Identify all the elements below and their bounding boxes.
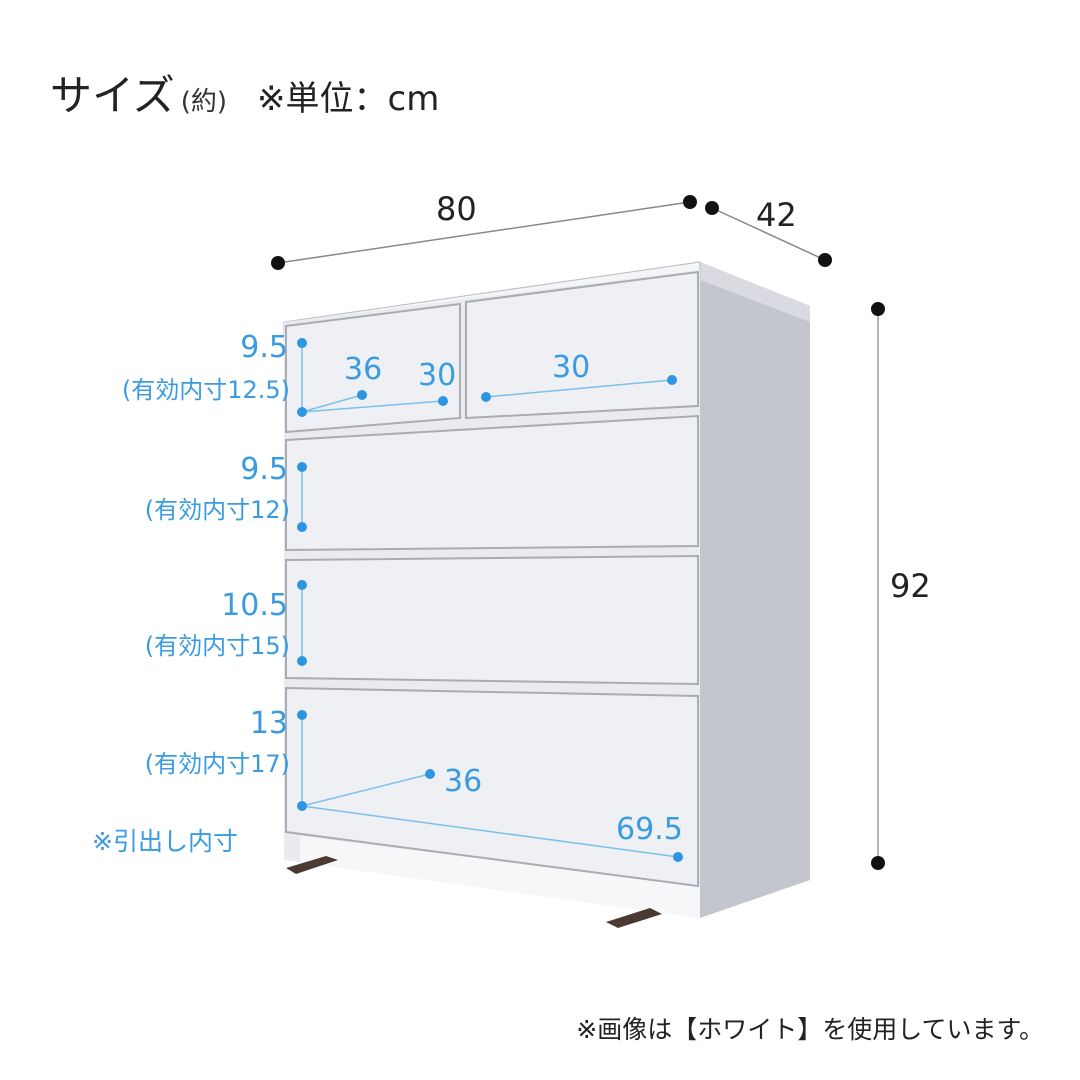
drawer-top-left — [285, 302, 461, 434]
drawer-2-height: 9.5 — [240, 452, 288, 487]
drawer-2 — [285, 414, 699, 552]
drawer-3-effective: (有効内寸15) — [144, 632, 290, 660]
drawer-3 — [285, 554, 699, 686]
top-drawer-height: 9.5 — [240, 330, 288, 365]
top-drawer-effective: (有効内寸12.5) — [121, 376, 290, 404]
depth-label: 42 — [756, 196, 797, 234]
page-title: サイズ(約) ※単位：cm — [50, 62, 439, 123]
cabinet-top-side — [700, 262, 810, 322]
image-color-note: ※画像は【ホワイト】を使用しています。 — [576, 1015, 1044, 1044]
top-left-drawer-width: 30 — [418, 358, 457, 393]
height-label: 92 — [890, 567, 931, 605]
foot-right — [606, 908, 662, 928]
drawer-3-height: 10.5 — [221, 588, 288, 623]
title-text: サイズ — [50, 71, 175, 120]
cabinet-plinth — [300, 836, 700, 918]
drawer-4 — [285, 686, 699, 888]
drawer-4-width: 69.5 — [616, 812, 683, 847]
drawer-2-effective: (有効内寸12) — [144, 496, 290, 524]
drawer-4-effective: (有効内寸17) — [144, 750, 290, 778]
top-drawer-depth: 36 — [344, 352, 383, 387]
approx-label: (約) — [180, 87, 228, 117]
unit-note: ※単位：cm — [257, 79, 440, 119]
cabinet-side — [700, 262, 810, 918]
drawer-top-right — [465, 270, 699, 420]
drawer-4-height: 13 — [249, 706, 288, 741]
drawer-4-depth: 36 — [444, 764, 483, 799]
top-right-drawer-width: 30 — [552, 350, 591, 385]
width-label: 80 — [436, 190, 477, 228]
foot-left — [286, 856, 338, 874]
drawer-inner-note: ※引出し内寸 — [92, 827, 238, 856]
